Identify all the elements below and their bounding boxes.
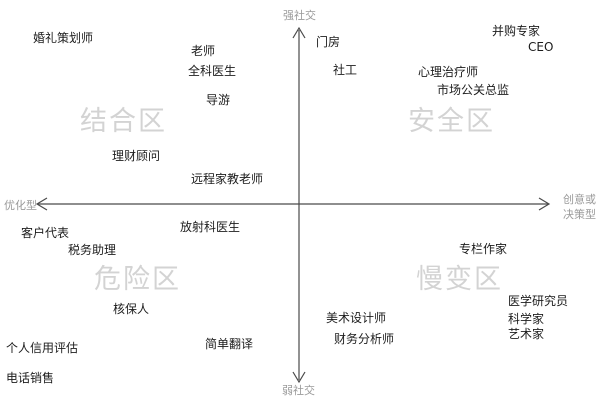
arrow-left-icon <box>35 197 48 211</box>
job-label: 全科医生 <box>188 64 237 78</box>
job-label: 电话销售 <box>6 371 55 385</box>
job-label: 市场公关总监 <box>437 83 510 97</box>
job-label: 医学研究员 <box>508 294 569 308</box>
job-label: CEO <box>528 40 554 54</box>
arrow-right-icon <box>538 197 551 211</box>
arrow-down-icon <box>292 371 306 384</box>
job-label: 美术设计师 <box>326 311 387 325</box>
axis-label-right-line2: 决策型 <box>563 208 596 221</box>
job-label: 财务分析师 <box>334 332 395 346</box>
job-label: 远程家教老师 <box>191 172 264 186</box>
arrow-up-icon <box>292 26 306 39</box>
axis-label-right-line1: 创意或 <box>563 193 596 206</box>
axis-label-bottom: 弱社交 <box>282 384 315 397</box>
zone-label-bottom-right: 慢变区 <box>416 264 503 295</box>
job-label: 专栏作家 <box>459 242 508 256</box>
job-label: 门房 <box>316 35 341 49</box>
job-label: 放射科医生 <box>180 220 241 234</box>
job-label: 理财顾问 <box>112 149 161 163</box>
zone-label-top-left: 结合区 <box>80 106 167 137</box>
job-label: 老师 <box>191 44 216 58</box>
job-label: 并购专家 <box>492 24 541 38</box>
job-label: 社工 <box>333 63 358 77</box>
job-label: 税务助理 <box>68 243 117 257</box>
axis-label-top: 强社交 <box>283 9 316 22</box>
job-label: 婚礼策划师 <box>33 31 94 45</box>
job-label: 核保人 <box>113 302 150 316</box>
job-label: 艺术家 <box>508 327 545 341</box>
job-label: 导游 <box>206 93 231 107</box>
job-label: 简单翻译 <box>205 337 254 351</box>
axis-label-left: 优化型 <box>4 199 37 212</box>
zone-label-bottom-left: 危险区 <box>94 264 181 295</box>
job-label: 心理治疗师 <box>418 65 479 79</box>
zone-label-top-right: 安全区 <box>408 106 495 137</box>
job-label: 科学家 <box>508 312 545 326</box>
job-label: 客户代表 <box>21 226 70 240</box>
job-label: 个人信用评估 <box>6 341 79 355</box>
